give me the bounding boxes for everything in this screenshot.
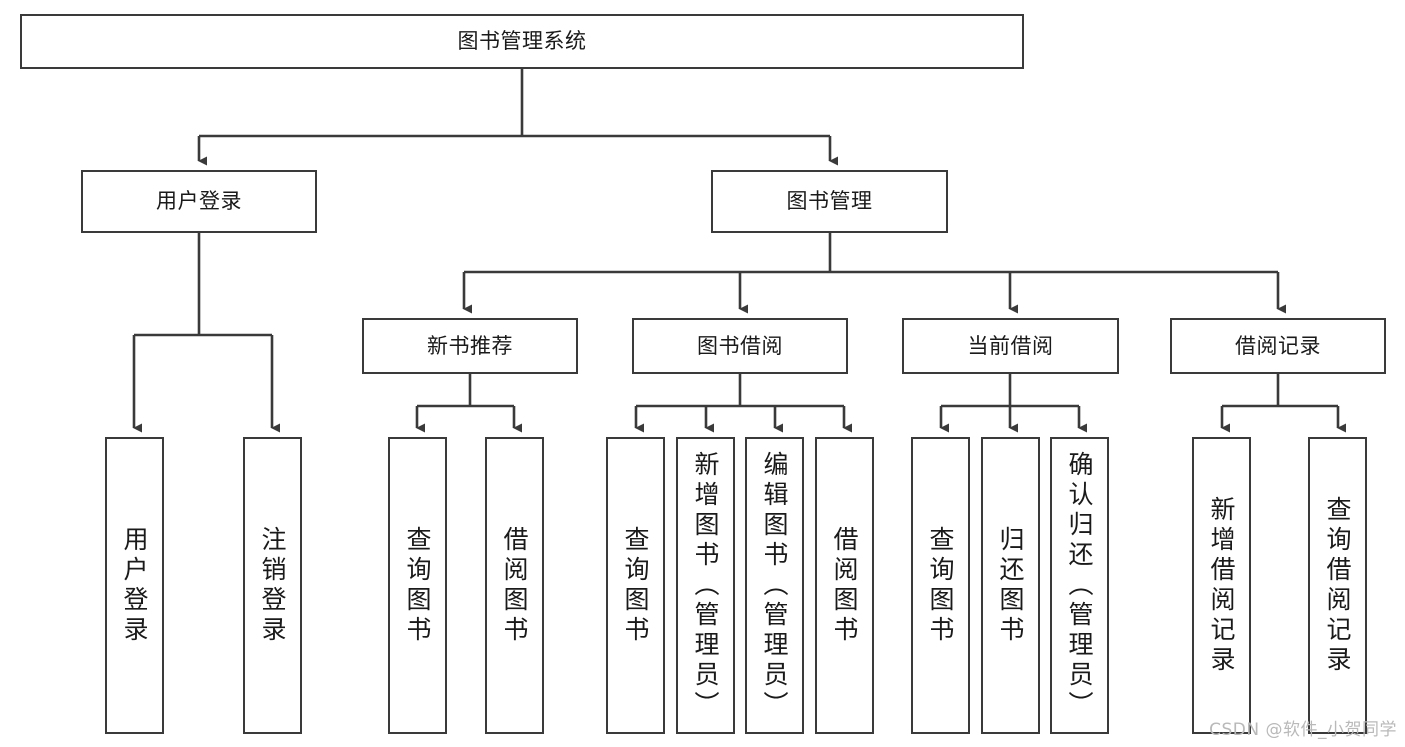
node-leaf-add-book-label: 新增图书（管理员）: [691, 450, 720, 721]
node-leaf-borrow-book-1-label: 借阅图书: [500, 525, 529, 646]
node-user-login[interactable]: 用户登录: [81, 170, 317, 233]
node-book-borrow[interactable]: 图书借阅: [632, 318, 848, 374]
node-leaf-query-book-3[interactable]: 查询图书: [911, 437, 970, 734]
node-leaf-query-book-1[interactable]: 查询图书: [388, 437, 447, 734]
node-user-login-label: 用户登录: [156, 189, 242, 214]
node-leaf-add-record-label: 新增借阅记录: [1207, 495, 1236, 676]
node-root[interactable]: 图书管理系统: [20, 14, 1024, 69]
node-leaf-user-login[interactable]: 用户登录: [105, 437, 164, 734]
node-leaf-add-record[interactable]: 新增借阅记录: [1192, 437, 1251, 734]
node-borrow-record-label: 借阅记录: [1235, 333, 1321, 358]
node-book-manage-label: 图书管理: [786, 189, 873, 214]
node-leaf-query-record[interactable]: 查询借阅记录: [1308, 437, 1367, 734]
node-leaf-logout[interactable]: 注销登录: [243, 437, 302, 734]
node-leaf-logout-label: 注销登录: [258, 525, 287, 646]
node-leaf-user-login-label: 用户登录: [120, 525, 149, 646]
node-borrow-record[interactable]: 借阅记录: [1170, 318, 1386, 374]
node-book-borrow-label: 图书借阅: [697, 333, 783, 358]
node-leaf-edit-book[interactable]: 编辑图书（管理员）: [745, 437, 804, 734]
node-current-borrow-label: 当前借阅: [967, 333, 1054, 358]
node-leaf-borrow-book-2[interactable]: 借阅图书: [815, 437, 874, 734]
node-leaf-query-record-label: 查询借阅记录: [1323, 495, 1352, 676]
node-leaf-return-book-label: 归还图书: [996, 525, 1025, 646]
node-leaf-add-book[interactable]: 新增图书（管理员）: [676, 437, 735, 734]
node-new-book-rec-label: 新书推荐: [427, 333, 513, 358]
node-root-label: 图书管理系统: [457, 29, 587, 54]
node-leaf-confirm-return-label: 确认归还（管理员）: [1065, 450, 1094, 721]
node-leaf-edit-book-label: 编辑图书（管理员）: [760, 450, 789, 721]
node-leaf-query-book-2[interactable]: 查询图书: [606, 437, 665, 734]
node-current-borrow[interactable]: 当前借阅: [902, 318, 1119, 374]
node-new-book-rec[interactable]: 新书推荐: [362, 318, 578, 374]
node-leaf-borrow-book-1[interactable]: 借阅图书: [485, 437, 544, 734]
node-leaf-return-book[interactable]: 归还图书: [981, 437, 1040, 734]
csdn-watermark: CSDN @软件_小贺同学: [1209, 720, 1397, 740]
node-book-manage[interactable]: 图书管理: [711, 170, 948, 233]
node-leaf-query-book-1-label: 查询图书: [403, 525, 432, 646]
node-leaf-query-book-2-label: 查询图书: [621, 525, 650, 646]
node-leaf-borrow-book-2-label: 借阅图书: [830, 525, 859, 646]
node-leaf-confirm-return[interactable]: 确认归还（管理员）: [1050, 437, 1109, 734]
node-leaf-query-book-3-label: 查询图书: [926, 525, 955, 646]
